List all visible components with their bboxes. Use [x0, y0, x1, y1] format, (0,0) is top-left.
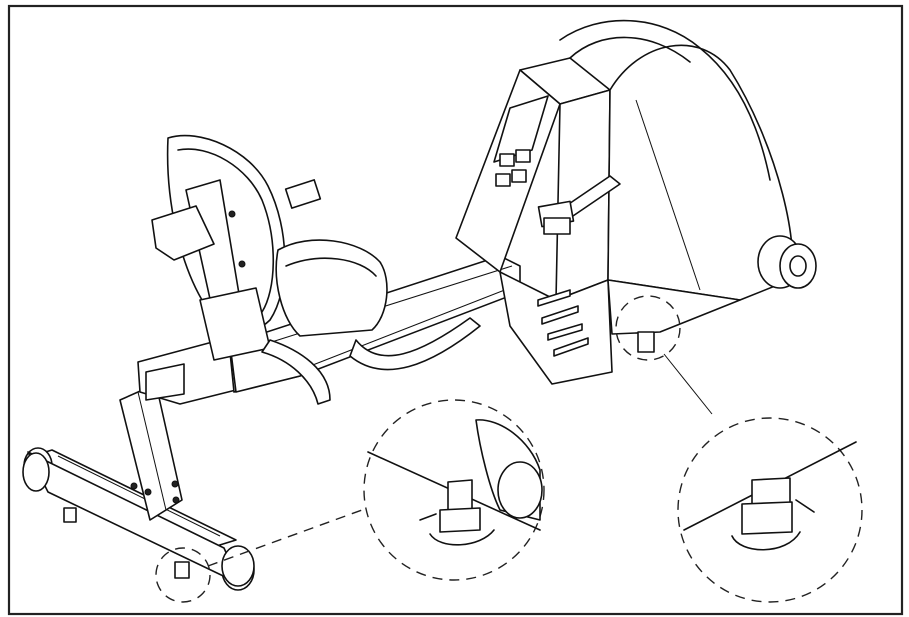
console-panel	[493, 95, 549, 187]
flywheel-housing	[455, 19, 794, 385]
pedal-crank	[537, 175, 621, 235]
front-foot-callout	[155, 547, 211, 603]
rear-wheel	[757, 235, 817, 289]
front-stabilizer	[22, 447, 255, 591]
figure-border	[7, 4, 904, 616]
back-bracket	[151, 179, 271, 361]
seat-handle	[261, 317, 481, 405]
bike-illustration	[22, 19, 817, 603]
front-leveler-foot	[63, 507, 190, 579]
side-vents	[537, 289, 589, 357]
rear-leveler-foot	[637, 331, 655, 353]
seat-cushion	[275, 239, 388, 337]
detail-rear-leveler	[677, 417, 863, 603]
detail-front-leveler	[363, 399, 545, 581]
